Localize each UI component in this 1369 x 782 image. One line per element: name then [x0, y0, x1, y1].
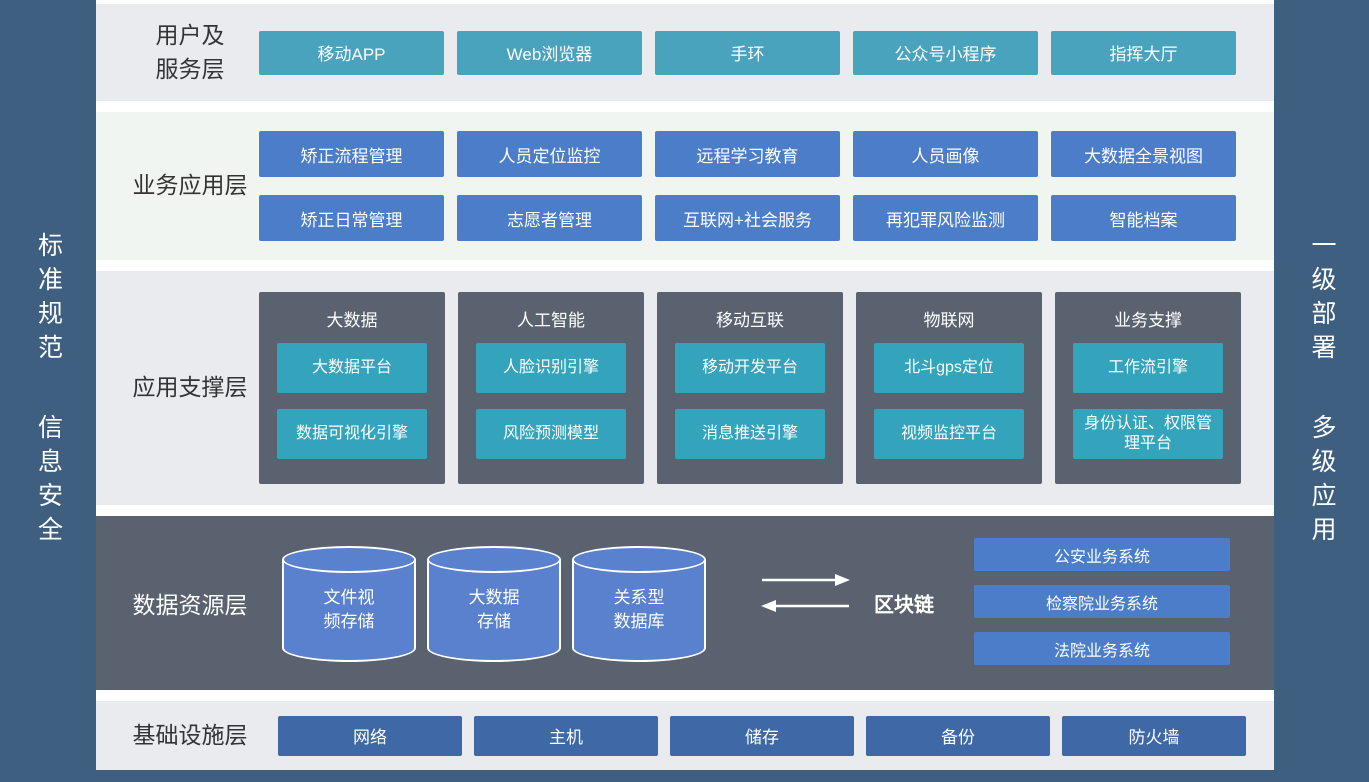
- infrastructure-item: 网络: [278, 715, 462, 756]
- business-app-item: 矫正日常管理: [259, 195, 444, 241]
- support-item: 身份认证、权限管理平台: [1073, 409, 1223, 459]
- layer-infrastructure: 基础设施层 网络 主机 储存 备份 防火墙: [96, 701, 1274, 770]
- left-banner-text-1: 标准规范: [34, 232, 63, 368]
- business-app-item: 互联网+社会服务: [655, 195, 840, 241]
- business-app-item: 大数据全景视图: [1051, 131, 1236, 177]
- bottom-strip: [96, 770, 1274, 782]
- external-system-item: 法院业务系统: [974, 632, 1230, 665]
- right-banner-text-1: 一级部署: [1308, 232, 1336, 368]
- business-app-item: 人员画像: [853, 131, 1038, 177]
- infrastructure-item: 防火墙: [1062, 715, 1246, 756]
- infrastructure-items: 网络 主机 储存 备份 防火墙: [278, 715, 1246, 756]
- infrastructure-item: 储存: [670, 715, 854, 756]
- support-card-title: 业务支撑: [1114, 311, 1182, 330]
- user-service-item: 移动APP: [259, 30, 444, 75]
- cylinder-bigdata-storage: 大数据 存储: [427, 546, 561, 662]
- support-item: 工作流引擎: [1073, 343, 1223, 393]
- business-app-item: 矫正流程管理: [259, 131, 444, 177]
- layer-app-support-label: 应用支撑层: [132, 374, 248, 401]
- arrow-right-icon: [762, 574, 850, 586]
- cylinder-body: [572, 559, 706, 662]
- cylinder-top: [572, 546, 706, 573]
- blockchain-label: 区块链: [874, 594, 934, 617]
- business-app-item: 人员定位监控: [457, 131, 642, 177]
- support-item: 数据可视化引擎: [277, 409, 427, 459]
- support-item: 大数据平台: [277, 343, 427, 393]
- business-app-item: 志愿者管理: [457, 195, 642, 241]
- user-service-items: 移动APP Web浏览器 手环 公众号小程序 指挥大厅: [259, 30, 1236, 75]
- business-app-row-2: 矫正日常管理 志愿者管理 互联网+社会服务 再犯罪风险监测 智能档案: [259, 195, 1236, 241]
- user-service-item: 指挥大厅: [1051, 30, 1236, 75]
- user-service-item: Web浏览器: [457, 30, 642, 75]
- external-system-item: 检察院业务系统: [974, 585, 1230, 618]
- support-card-iot: 物联网 北斗gps定位 视频监控平台: [856, 292, 1042, 484]
- layer-infrastructure-label: 基础设施层: [132, 721, 248, 748]
- support-card-ai: 人工智能 人脸识别引擎 风险预测模型: [458, 292, 644, 484]
- support-item: 风险预测模型: [476, 409, 626, 459]
- layer-user-service: 用户及 服务层 移动APP Web浏览器 手环 公众号小程序 指挥大厅: [96, 4, 1274, 101]
- cylinder-body: [427, 559, 561, 662]
- cylinder-relational-db: 关系型 数据库: [572, 546, 706, 662]
- cylinder-label: 关系型 数据库: [613, 588, 665, 631]
- left-banner-text-2: 信息安全: [34, 414, 63, 550]
- layer-data-resource-label: 数据资源层: [132, 592, 248, 618]
- support-item: 人脸识别引擎: [476, 343, 626, 393]
- business-app-item: 智能档案: [1051, 195, 1236, 241]
- layer-data-resource: 数据资源层 文件视 频存储 大数据 存储 关系型 数据库: [96, 516, 1274, 690]
- support-item: 视频监控平台: [874, 409, 1024, 459]
- arrow-left-icon: [761, 600, 849, 612]
- support-item: 移动开发平台: [675, 343, 825, 393]
- support-card-business: 业务支撑 工作流引擎 身份认证、权限管理平台: [1055, 292, 1241, 484]
- infrastructure-item: 主机: [474, 715, 658, 756]
- business-app-item: 远程学习教育: [655, 131, 840, 177]
- right-banner-text-2: 多级应用: [1308, 414, 1336, 550]
- user-service-item: 手环: [655, 30, 840, 75]
- support-card-mobile: 移动互联 移动开发平台 消息推送引擎: [657, 292, 843, 484]
- layer-business-app-label: 业务应用层: [132, 172, 248, 199]
- diagram-content: 用户及 服务层 移动APP Web浏览器 手环 公众号小程序 指挥大厅 业务应用…: [96, 0, 1274, 770]
- layer-user-service-label: 用户及 服务层: [155, 22, 225, 82]
- cylinder-body: [282, 559, 416, 662]
- business-app-row-1: 矫正流程管理 人员定位监控 远程学习教育 人员画像 大数据全景视图: [259, 131, 1236, 177]
- business-app-rows: 矫正流程管理 人员定位监控 远程学习教育 人员画像 大数据全景视图 矫正日常管理…: [259, 131, 1236, 241]
- support-item: 北斗gps定位: [874, 343, 1024, 393]
- support-card-title: 物联网: [923, 311, 975, 330]
- infrastructure-item: 备份: [866, 715, 1050, 756]
- support-item: 消息推送引擎: [675, 409, 825, 459]
- layer-business-app: 业务应用层 矫正流程管理 人员定位监控 远程学习教育 人员画像 大数据全景视图 …: [96, 112, 1274, 260]
- cylinder-top: [427, 546, 561, 573]
- left-banner: 标准规范 信息安全: [0, 0, 96, 782]
- storage-cylinders: 文件视 频存储 大数据 存储 关系型 数据库: [282, 546, 706, 662]
- external-systems: 公安业务系统 检察院业务系统 法院业务系统: [974, 538, 1230, 665]
- support-card-title: 人工智能: [517, 311, 585, 330]
- cylinder-file-video-storage: 文件视 频存储: [282, 546, 416, 662]
- external-system-item: 公安业务系统: [974, 538, 1230, 571]
- support-card-bigdata: 大数据 大数据平台 数据可视化引擎: [259, 292, 445, 484]
- support-card-title: 大数据: [326, 311, 378, 330]
- right-banner: 一级部署 多级应用: [1274, 0, 1369, 782]
- support-cards: 大数据 大数据平台 数据可视化引擎 人工智能 人脸识别引擎 风险预测模型 移动互…: [259, 292, 1241, 484]
- cylinder-label: 大数据 存储: [468, 588, 520, 631]
- business-app-item: 再犯罪风险监测: [853, 195, 1038, 241]
- support-card-title: 移动互联: [716, 311, 784, 330]
- layer-app-support: 应用支撑层 大数据 大数据平台 数据可视化引擎 人工智能 人脸识别引擎 风险预测…: [96, 271, 1274, 505]
- user-service-item: 公众号小程序: [853, 30, 1038, 75]
- cylinder-top: [282, 546, 416, 573]
- data-exchange-arrows-icon: [758, 566, 853, 623]
- cylinder-label: 文件视 频存储: [323, 588, 375, 631]
